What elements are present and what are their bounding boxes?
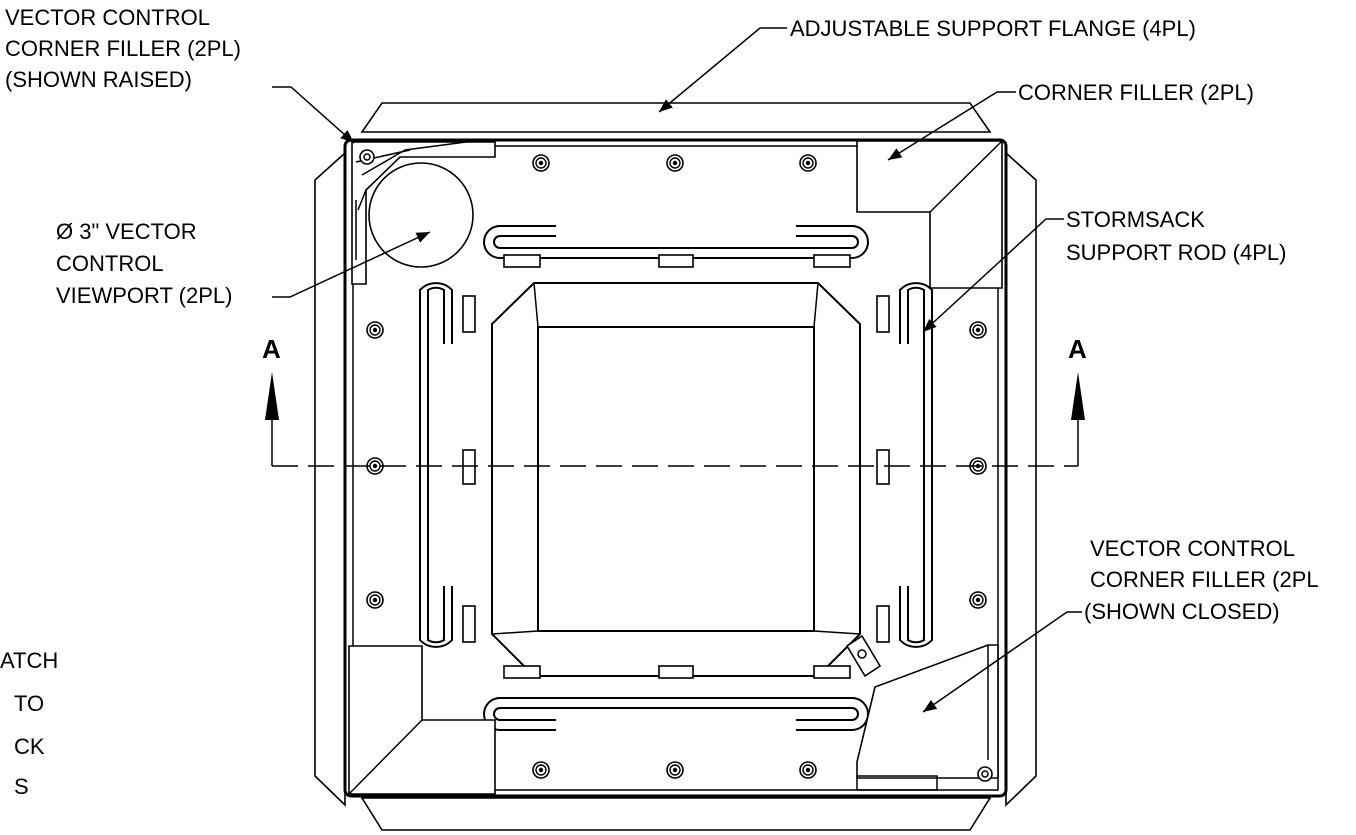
vector-filler-closed xyxy=(845,634,999,791)
bolt xyxy=(969,321,987,339)
corner-filler-bottom-left xyxy=(348,645,496,795)
vector-viewport-circle xyxy=(368,162,474,268)
bolt xyxy=(799,761,817,779)
grate-octagon xyxy=(491,282,861,677)
main-frame xyxy=(343,138,1008,798)
bolt xyxy=(532,154,550,172)
label-vector-closed: VECTOR CONTROL CORNER FILLER (2PL (SHOWN… xyxy=(1084,536,1324,624)
section-line-a: A A xyxy=(262,334,1087,467)
leader-lines xyxy=(272,27,1082,713)
label-cutoff-left: ATCH TO CK S xyxy=(0,648,64,799)
flange-top xyxy=(360,102,992,133)
support-rod-left xyxy=(419,282,476,648)
label-corner-filler: CORNER FILLER (2PL) xyxy=(1018,80,1254,105)
corner-filler-top-right xyxy=(856,140,1003,289)
bolt xyxy=(366,591,384,609)
label-viewport: Ø 3" VECTOR CONTROL VIEWPORT (2PL) xyxy=(56,219,232,308)
bolt xyxy=(666,761,684,779)
support-rod-top xyxy=(483,225,869,268)
support-rod-right xyxy=(876,282,933,648)
flange-left xyxy=(314,151,346,807)
section-label-right: A xyxy=(1068,334,1087,364)
bolt xyxy=(969,591,987,609)
label-support-rod: STORMSACK SUPPORT ROD (4PL) xyxy=(1066,207,1286,265)
section-label-left: A xyxy=(262,334,281,364)
bolt xyxy=(366,321,384,339)
flange-bottom xyxy=(360,797,992,831)
label-flange: ADJUSTABLE SUPPORT FLANGE (4PL) xyxy=(790,16,1196,41)
bolt xyxy=(532,761,550,779)
bolt xyxy=(799,154,817,172)
bolt xyxy=(666,154,684,172)
label-vector-raised: VECTOR CONTROL CORNER FILLER (2PL) (SHOW… xyxy=(5,5,247,92)
vector-filler-raised xyxy=(351,141,496,285)
